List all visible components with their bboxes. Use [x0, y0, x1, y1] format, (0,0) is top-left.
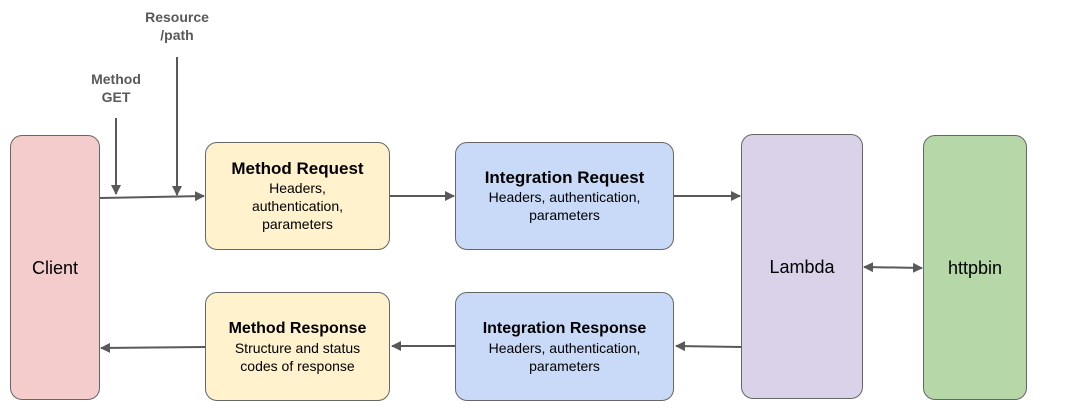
method-response-line-2: codes of response — [240, 357, 355, 374]
client-node: Client — [10, 135, 100, 400]
method-response-title: Method Response — [228, 319, 367, 337]
integration-response-node: Integration Response Headers, authentica… — [455, 292, 674, 401]
resource-annotation-line2: /path — [160, 27, 194, 43]
method-annotation-line1: Method — [91, 71, 141, 87]
integration-request-line-1: Headers, authentication, — [488, 189, 641, 205]
method-request-line-1: Headers, — [269, 180, 326, 196]
method-request-title: Method Request — [231, 159, 364, 178]
httpbin-node: httpbin — [923, 135, 1027, 400]
integration-request-title: Integration Request — [484, 168, 645, 187]
method-response-node: Method Response Structure and status cod… — [205, 292, 390, 401]
integration-request-node: Integration Request Headers, authenticat… — [455, 142, 674, 250]
integration-response-title: Integration Response — [482, 319, 647, 337]
method-request-line-2: authentication, — [251, 198, 344, 214]
lambda-httpbin-bidirectional-arrow — [863, 262, 923, 273]
method-response-to-client-arrow — [100, 342, 206, 353]
method-request-line-3: parameters — [262, 216, 333, 232]
httpbin-label: httpbin — [947, 257, 1003, 278]
client-to-method-request-arrow — [99, 191, 205, 202]
method-response-line-1: Structure and status — [234, 339, 361, 356]
resource-annotation: Resource /path — [137, 8, 217, 44]
integration-response-line-2: parameters — [529, 357, 600, 374]
lambda-label: Lambda — [769, 256, 835, 277]
method-request-node: Method Request Headers, authentication, … — [205, 142, 390, 250]
client-label: Client — [31, 257, 79, 278]
integration-response-line-1: Headers, authentication, — [488, 339, 641, 356]
lambda-node: Lambda — [741, 134, 863, 399]
resource-annotation-line1: Resource — [145, 9, 209, 25]
lambda-to-integration-response-arrow — [675, 341, 742, 352]
method-annotation: Method GET — [81, 70, 151, 106]
method-annotation-line2: GET — [101, 89, 131, 105]
integration-request-line-2: parameters — [529, 207, 600, 223]
